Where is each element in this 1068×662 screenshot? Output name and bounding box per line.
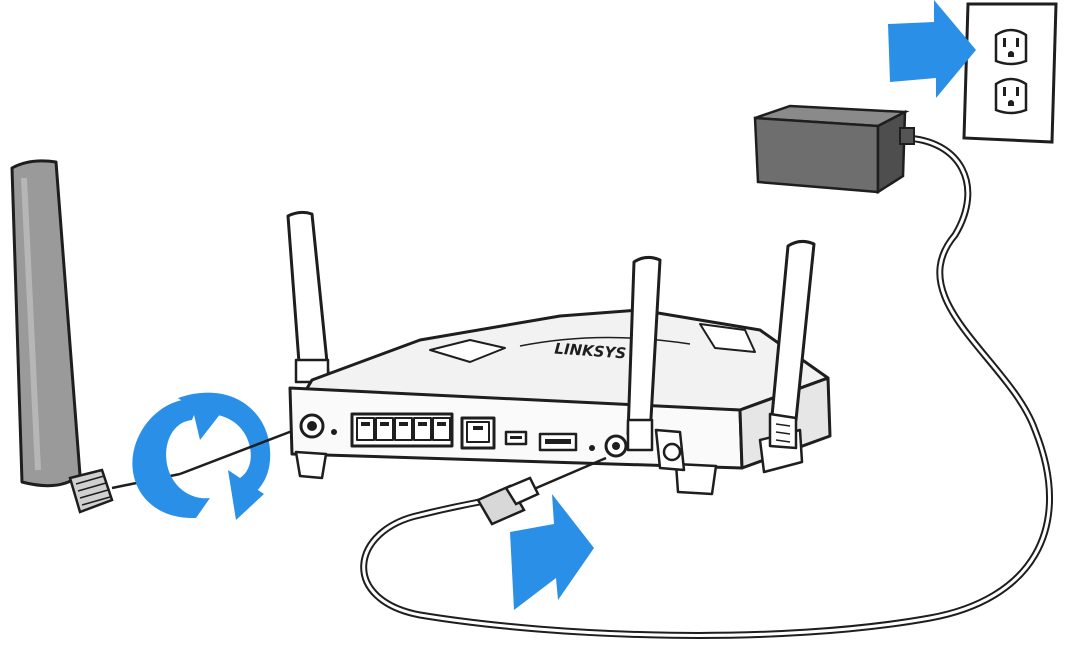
antenna-front-middle [626,255,662,452]
antenna-right [768,239,816,450]
router: LINKSYS [286,210,832,496]
ethernet-ports [350,412,454,448]
wall-outlet [962,2,1058,144]
usb-port [504,430,528,446]
wall-arrow-icon [888,0,976,98]
reset-button [589,445,595,451]
outlet-icon [994,28,1028,115]
router-brand: LINKSYS [554,340,627,363]
antenna-back-left [286,210,330,384]
power-jack [604,434,628,458]
power-adapter [753,104,915,195]
power-plug [476,456,607,526]
esata-port [538,432,578,452]
antenna-detached [10,159,181,514]
rotate-arrow-icon [132,392,301,520]
power-cable [360,134,1053,639]
plug-arrow-icon [510,494,594,610]
antenna-jack-left [299,413,325,439]
internet-port [460,416,496,450]
